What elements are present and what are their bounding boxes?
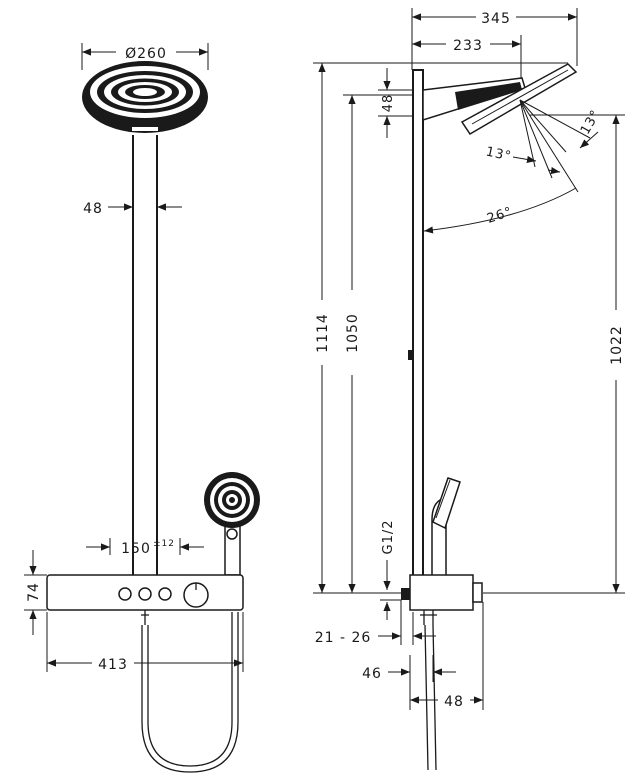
shelf-height-label: 74: [26, 582, 42, 602]
thermostat-side: [401, 574, 483, 771]
control-spacing-label: 150: [121, 541, 151, 557]
control-spacing-tolerance: ±12: [153, 539, 175, 549]
head-diameter-label: Ø260: [125, 46, 167, 62]
tilted-shower-head: [460, 63, 578, 136]
dim-control-spacing: 150 ±12: [86, 538, 204, 557]
overall-height-label: 1114: [315, 313, 331, 353]
tilt-angle-a-label: 13°: [484, 145, 513, 165]
arm-thickness-label: 48: [381, 94, 396, 113]
dim-rail-height: 1050: [343, 94, 412, 593]
rail-height-label: 1050: [345, 313, 361, 353]
shower-pipe: [132, 135, 158, 575]
tilt-angle-total-label: 26°: [485, 205, 514, 227]
shower-hose: [141, 610, 239, 773]
dim-connection-thread: G1/2: [380, 520, 401, 620]
dim-wall-distance: 21 - 26: [315, 600, 436, 646]
shower-arm: [422, 77, 526, 122]
overhead-shower-head: [82, 61, 208, 133]
tilt-angle-b-label: 13°: [578, 107, 604, 137]
dim-rail-offset: 46: [362, 655, 456, 710]
dim-shelf-width: 413: [46, 612, 244, 673]
dim-overall-height: 1114: [313, 62, 568, 594]
shelf-width-label: 413: [98, 657, 128, 673]
dim-tilt-angles: 13° 13° 26°: [423, 107, 604, 234]
dim-arm-length: 233: [412, 35, 522, 78]
tilt-angle-rays: [519, 99, 591, 193]
dim-arm-thickness: 48: [378, 68, 412, 138]
rail-offset-label: 46: [362, 666, 382, 682]
hand-shower-side: [431, 477, 461, 575]
dim-arm-reach: 345: [411, 8, 578, 70]
arm-reach-label: 345: [481, 11, 511, 27]
pipe-width-label: 48: [83, 201, 103, 217]
front-view: Ø260 48 150 ±12 74 413: [24, 43, 260, 773]
dim-head-height: 1022: [483, 114, 625, 594]
connection-thread-label: G1/2: [381, 520, 396, 555]
shelf-depth-label: 48: [444, 694, 464, 710]
side-view: 345 233 48 13° 13° 26°: [313, 8, 625, 771]
dim-shelf-depth: 48: [410, 602, 484, 710]
dim-head-diameter: Ø260: [81, 43, 209, 70]
hand-shower: [204, 472, 260, 576]
wall-distance-label: 21 - 26: [315, 630, 372, 646]
dim-shelf-height: 74: [24, 550, 47, 635]
thermostat-shelf: [46, 574, 244, 611]
arm-length-label: 233: [453, 38, 483, 54]
dim-pipe-width: 48: [83, 201, 182, 217]
rail: [408, 69, 424, 577]
head-height-label: 1022: [609, 325, 625, 365]
